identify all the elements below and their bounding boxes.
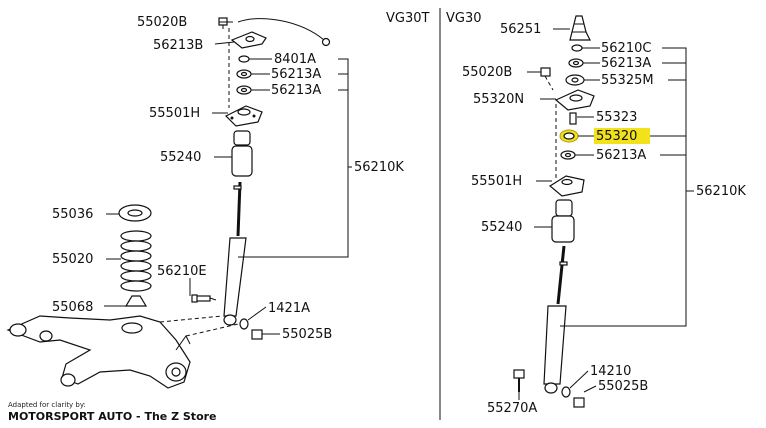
label-l-56210K: 56210K xyxy=(354,160,404,175)
leader-l-1421A xyxy=(247,306,267,321)
left-part-56213B-mount xyxy=(230,31,267,49)
label-r-55240: 55240 xyxy=(481,220,522,235)
left-part-55068-seat xyxy=(124,295,148,307)
variant-label-left: VG30T xyxy=(386,11,430,26)
credit-line-2: MOTORSPORT AUTO - The Z Store xyxy=(8,410,217,423)
right-part-shock-absorber xyxy=(543,245,568,394)
variant-label-right: VG30 xyxy=(446,11,482,26)
left-part-8401A-nut xyxy=(238,55,250,63)
label-l-55020B: 55020B xyxy=(137,15,187,30)
label-l-56213A-2: 56213A xyxy=(271,83,321,98)
label-r-55270A: 55270A xyxy=(487,401,537,416)
bracket-l-56210K xyxy=(238,58,349,258)
right-part-56251-boot xyxy=(569,15,591,41)
credit-line-1: Adapted for clarity by: xyxy=(8,401,86,409)
label-l-55036: 55036 xyxy=(52,207,93,222)
label-r-55323: 55323 xyxy=(596,110,637,125)
label-r-14210: 14210 xyxy=(590,364,631,379)
leader-r-14210 xyxy=(569,370,589,389)
leader-l-56213B xyxy=(214,41,235,45)
highlight-55320 xyxy=(594,128,650,144)
left-part-shock-absorber xyxy=(223,181,247,326)
left-guide-dash-3 xyxy=(185,323,239,337)
label-l-55501H: 55501H xyxy=(149,106,200,121)
label-l-56213A-1: 56213A xyxy=(271,67,321,82)
right-guide-dash-1 xyxy=(544,75,554,91)
label-r-55501H: 55501H xyxy=(471,174,522,189)
left-guide-dash-2 xyxy=(159,315,223,323)
left-part-55025B-nut xyxy=(251,329,263,340)
label-r-55325M: 55325M xyxy=(601,73,654,88)
right-part-55501H-mount xyxy=(548,175,585,197)
label-r-56213A-2: 56213A xyxy=(596,148,646,163)
right-part-56210C-nut xyxy=(571,44,583,52)
label-r-56251: 56251 xyxy=(500,22,541,37)
bracket-r-56210K xyxy=(560,47,687,327)
label-r-55320N: 55320N xyxy=(473,92,524,107)
right-part-55270A-bolt xyxy=(513,369,525,392)
label-r-56210C: 56210C xyxy=(601,41,651,56)
label-l-55068: 55068 xyxy=(52,300,93,315)
right-part-55323-collar xyxy=(569,112,577,125)
label-r-55025B: 55025B xyxy=(598,379,648,394)
left-part-55020B-nut xyxy=(218,17,228,29)
label-r-55020B: 55020B xyxy=(462,65,512,80)
label-l-55240: 55240 xyxy=(160,150,201,165)
label-l-56210E: 56210E xyxy=(157,264,207,279)
left-part-transverse-link xyxy=(6,315,191,389)
left-hose-line xyxy=(237,18,325,41)
label-l-55020: 55020 xyxy=(52,252,93,267)
left-hose-clip xyxy=(321,37,331,47)
right-part-14210-clip xyxy=(561,386,571,398)
label-l-55025B: 55025B xyxy=(282,327,332,342)
left-part-55240-bumpstop xyxy=(231,130,253,177)
right-part-55025B-nut xyxy=(573,397,585,408)
left-part-55501H-mount xyxy=(224,105,263,127)
left-part-55036-seat xyxy=(118,204,152,222)
left-part-56210E-bolt xyxy=(189,286,217,303)
label-r-55320: 55320 xyxy=(596,129,637,144)
label-r-56210K: 56210K xyxy=(696,184,746,199)
right-part-55320-highlighted xyxy=(559,129,579,143)
leader-r-55025B xyxy=(583,385,597,393)
right-part-55320N-mount xyxy=(554,89,595,111)
label-l-8401A: 8401A xyxy=(274,52,316,67)
right-part-55240-bumpstop xyxy=(551,199,575,243)
left-part-55020-spring xyxy=(120,230,152,292)
label-r-56213A-1: 56213A xyxy=(601,56,651,71)
left-part-1421A-clip xyxy=(239,318,249,330)
right-part-55020B-nut xyxy=(540,67,551,77)
label-l-56213B: 56213B xyxy=(153,38,203,53)
label-l-1421A: 1421A xyxy=(268,301,310,316)
